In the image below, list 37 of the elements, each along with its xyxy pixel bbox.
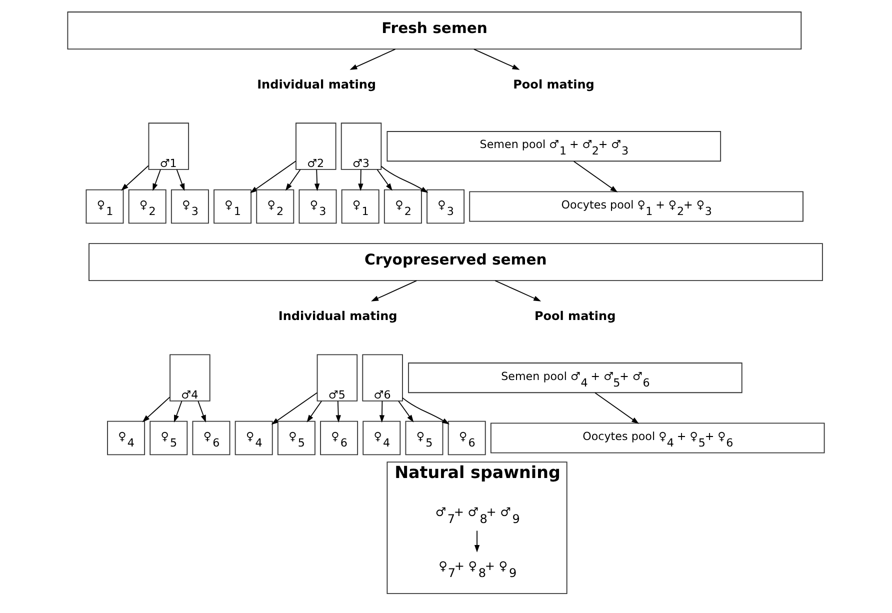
arrow (494, 280, 542, 302)
arrow (380, 166, 428, 193)
node-box: ♂2 (296, 122, 336, 170)
arrow (142, 396, 170, 422)
arrow (271, 392, 318, 425)
arrow (174, 400, 182, 422)
arrow (473, 48, 520, 70)
arrow (594, 392, 639, 424)
arrow (306, 400, 322, 422)
arrow (474, 530, 480, 552)
arrow (398, 400, 414, 422)
node-box: Cryopreserved semen (88, 243, 823, 282)
arrow (573, 160, 618, 192)
node-text: Pool mating (534, 308, 616, 323)
arrow (379, 400, 385, 423)
node-box: ♂6 (362, 354, 403, 402)
arrow (314, 169, 320, 192)
node-box: Fresh semen (67, 12, 802, 50)
node-text: Individual mating (257, 77, 376, 92)
arrow (371, 280, 418, 302)
arrow (198, 400, 206, 422)
node-text: Individual mating (278, 308, 398, 323)
arrow (250, 160, 296, 194)
arrow (376, 169, 392, 191)
arrow (350, 48, 396, 70)
arrow (336, 400, 341, 423)
arrow (402, 397, 450, 424)
node-text: Pool mating (513, 77, 594, 92)
node-box: ♂3 (340, 122, 382, 170)
arrow (152, 169, 161, 191)
arrow (358, 169, 364, 192)
arrow (121, 165, 149, 191)
node-box: ♂5 (316, 354, 358, 402)
arrow (285, 169, 301, 191)
arrow (176, 169, 185, 191)
node-box: ♂4 (170, 354, 210, 402)
node-box: ♂1 (148, 122, 190, 170)
